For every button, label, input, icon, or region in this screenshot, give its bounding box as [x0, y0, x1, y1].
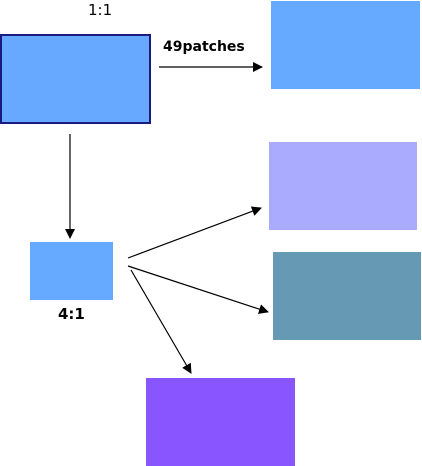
arrow-patches-label: 49patches: [163, 39, 245, 55]
bottom-ratio-label: 4:1: [58, 305, 85, 323]
arrow-small-to-lavender: [127, 206, 262, 259]
arrow-small-to-purple: [130, 269, 192, 374]
top-ratio-label: 1:1: [88, 1, 113, 19]
patch-box-lavender: [269, 142, 417, 230]
downscaled-image-box: [30, 242, 113, 300]
patch-box-top-right: [271, 1, 420, 89]
patch-box-purple: [146, 378, 295, 466]
source-image-box: [0, 34, 151, 124]
arrow-small-to-teal: [127, 265, 269, 314]
patch-box-teal: [273, 252, 421, 340]
